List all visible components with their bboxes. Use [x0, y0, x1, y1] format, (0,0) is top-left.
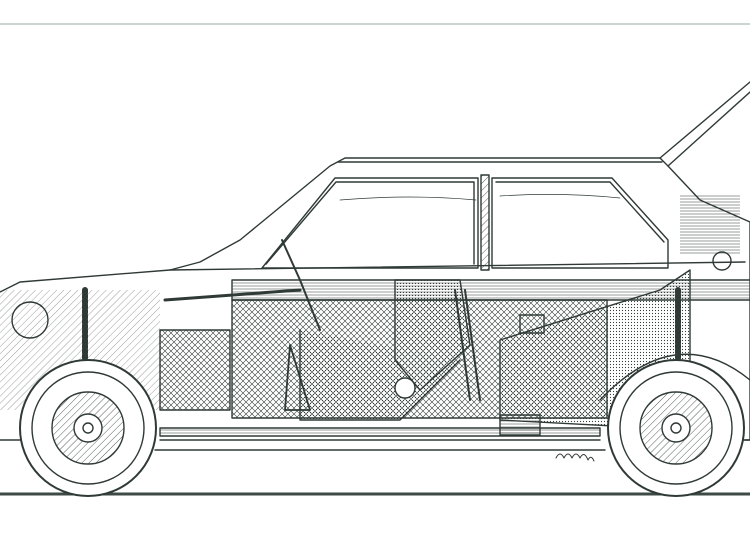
exhaust-floor	[159, 427, 601, 437]
open-tailgate	[659, 81, 750, 167]
door-and-interior	[231, 239, 750, 436]
windows	[261, 174, 740, 271]
front-wheel	[19, 359, 157, 497]
rear-wheel	[599, 287, 750, 497]
artist-signature	[555, 453, 595, 462]
